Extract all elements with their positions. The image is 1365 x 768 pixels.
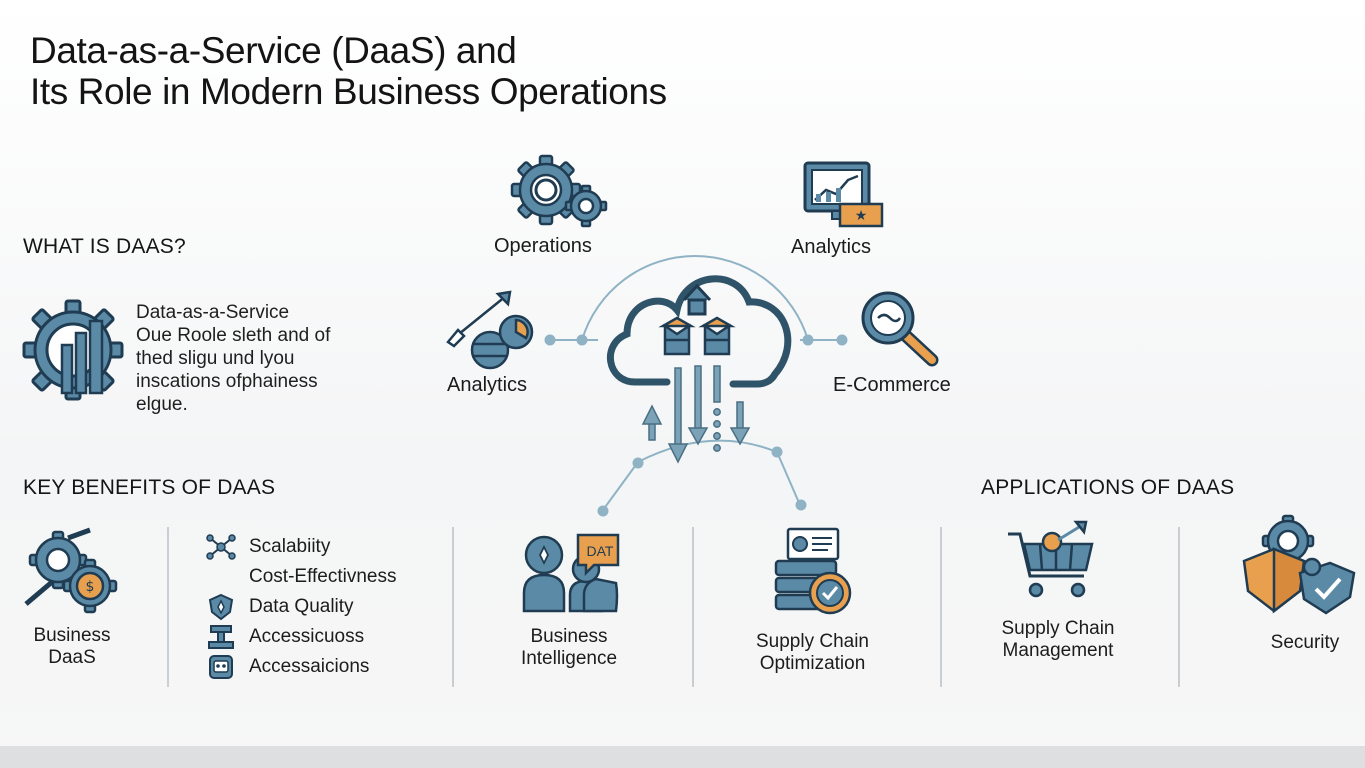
svg-text:$: $ [86,579,95,595]
benefit-item-data-quality: Data Quality [204,593,354,621]
node-label-operations: Operations [494,235,592,257]
benefit-label: Accessicuoss [249,626,365,647]
dat-badge: DAT [587,543,614,559]
analytics-monitor-icon: ★ [803,161,884,228]
footer-bar [0,746,1365,768]
description-line: Oue Roole sleth and of [136,325,331,346]
key-benefits-heading: KEY BENEFITS OF DAAS [23,476,276,499]
benefit-label: Scalabiity [249,536,331,557]
caption-line: Intelligence [520,648,618,669]
benefit-item-cost-effectiveness: Cost-Effectivness [204,564,396,590]
description-line: elgue. [136,394,188,415]
gear-chart-icon [22,299,124,401]
divider [940,527,942,687]
divider [1178,527,1180,687]
caption-line: Business [530,626,608,647]
applications-heading: APPLICATIONS OF DAAS [981,476,1235,499]
benefit-label: Accessaicions [249,656,370,677]
divider [452,527,454,687]
cloud-database-icon [607,275,792,464]
benefit-item-accessaicions: Accessaicions [204,654,369,680]
page-title: Data-as-a-Service (DaaS) and Its Role in… [30,30,790,112]
robot-icon [204,654,238,680]
node-label-analytics-left: Analytics [447,374,528,396]
benefit-item-accessibility: Accessicuoss [204,624,364,650]
node-label-ecommerce: E-Commerce [833,374,951,396]
title-line-2: Its Role in Modern Business Operations [30,71,667,112]
shield-icon [204,593,238,621]
caption-line: Business [33,625,111,646]
daas-description: Data-as-a-Service Oue Roole sleth and of… [136,301,330,416]
tool-icon [204,624,238,650]
what-is-daas-heading: WHAT IS DAAS? [23,235,186,258]
caption-line: Optimization [759,653,866,674]
benefit-label: Cost-Effectivness [249,566,397,587]
divider [692,527,694,687]
description-line: inscations ofphainess [136,371,318,392]
security-shield-icon [1242,514,1356,615]
description-line: thed sligu und lyou [136,348,295,369]
analytics-trend-icon [446,290,534,370]
description-line: Data-as-a-Service [136,302,290,323]
benefit-item-scalability: Scalabiity [204,534,330,560]
business-intelligence-label: Business Intelligence [508,626,630,670]
supply-chain-optimization-label: Supply Chain Optimization [740,631,885,675]
network-icon [204,534,238,560]
magnifier-icon [861,291,939,367]
server-check-icon [774,527,852,615]
business-people-icon: DAT [522,533,620,613]
supply-chain-management-label: Supply Chain Management [980,618,1136,662]
shopping-cart-icon [1008,520,1094,598]
caption-line: Supply Chain [1001,618,1115,639]
divider [167,527,169,687]
security-label: Security [1270,632,1340,653]
benefit-label: Data Quality [249,596,354,617]
node-label-analytics-top: Analytics [791,236,872,258]
caption-line: Supply Chain [755,631,870,652]
gears-icon [510,154,608,228]
title-line-1: Data-as-a-Service (DaaS) and [30,30,517,71]
svg-text:★: ★ [855,208,868,224]
caption-line: Management [1002,640,1114,661]
business-daas-label: Business DaaS [22,625,122,669]
caption-line: DaaS [48,647,96,668]
business-gears-icon: $ [24,527,118,614]
